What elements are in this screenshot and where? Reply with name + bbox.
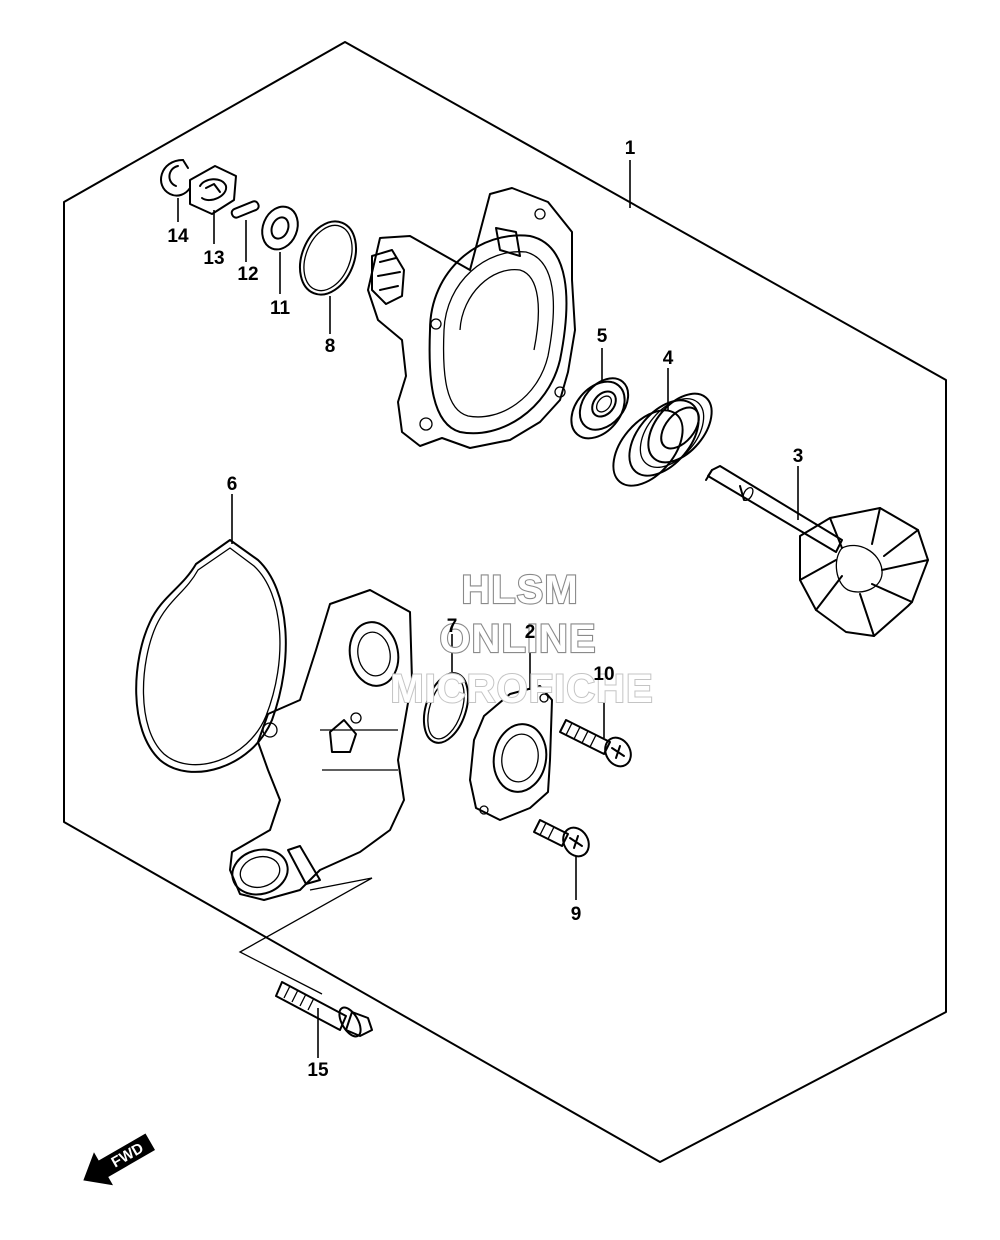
part-15-flange-bolt — [275, 981, 373, 1038]
watermark: HLSM ONLINE MICROFICHE — [389, 567, 653, 712]
part-1-pump-housing — [367, 187, 576, 449]
part-label-8: 8 — [325, 336, 336, 357]
part-label-6: 6 — [227, 474, 238, 495]
part-14-e-clip — [160, 159, 191, 197]
mounting-reference-lines — [238, 877, 373, 995]
assembly-boundary — [63, 41, 947, 1163]
part-label-13: 13 — [203, 248, 224, 269]
part-label-15: 15 — [307, 1060, 329, 1081]
part-label-4: 4 — [663, 348, 674, 369]
leader-lines — [177, 160, 799, 1058]
part-3-impeller-shaft — [705, 465, 929, 637]
part-label-2: 2 — [525, 622, 536, 643]
part-6-gasket — [135, 539, 287, 773]
part-1-lower-body — [229, 589, 413, 901]
part-label-11: 11 — [270, 298, 291, 319]
part-label-9: 9 — [571, 904, 582, 925]
part-label-5: 5 — [597, 326, 608, 347]
part-5-bearing — [570, 377, 630, 440]
part-label-12: 12 — [237, 264, 258, 285]
part-2-thermostat-cover — [469, 685, 553, 821]
part-8-o-ring — [299, 220, 357, 296]
watermark-line-2: ONLINE — [439, 617, 596, 661]
part-4-mechanical-seal — [612, 392, 713, 487]
part-labels: 1 2 3 4 5 6 7 8 9 10 11 12 13 14 15 — [167, 138, 803, 1081]
part-10-screw — [559, 719, 632, 768]
part-13-drive-gear — [189, 165, 237, 215]
fwd-arrow-icon: FWD — [83, 1133, 156, 1186]
part-label-10: 10 — [593, 664, 614, 685]
part-label-3: 3 — [793, 446, 804, 467]
part-label-7: 7 — [447, 616, 458, 637]
part-12-pin — [230, 200, 260, 219]
part-label-1: 1 — [625, 138, 636, 159]
part-11-washer — [261, 205, 299, 251]
watermark-line-3: MICROFICHE — [390, 667, 653, 711]
part-label-14: 14 — [167, 226, 189, 247]
watermark-line-1: HLSM — [461, 568, 578, 612]
part-9-screw — [533, 819, 590, 858]
part-7-o-ring — [422, 672, 470, 744]
